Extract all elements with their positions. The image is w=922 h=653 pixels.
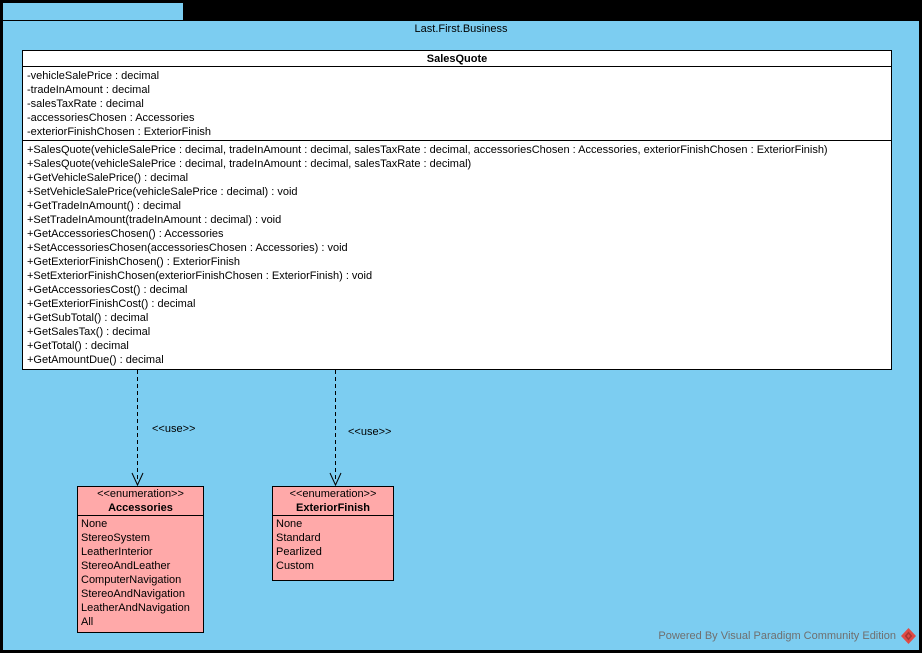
class-method: +GetAccessoriesChosen() : Accessories [27, 228, 224, 240]
class-attribute: -salesTaxRate : decimal [27, 98, 144, 110]
enum-literal: Custom [276, 560, 314, 572]
enum-literal: Pearlized [276, 546, 322, 558]
enum-exteriorfinish-header: <<enumeration>> ExteriorFinish [273, 487, 393, 516]
enum-name: ExteriorFinish [296, 502, 370, 514]
class-attributes-compartment: -vehicleSalePrice : decimal -tradeInAmoun… [23, 67, 891, 141]
package-title: Last.First.Business [414, 23, 508, 35]
class-method: +SetVehicleSalePrice(vehicleSalePrice : … [27, 186, 298, 198]
use-stereotype-label-exteriorfinish: <<use>> [348, 426, 392, 438]
enum-name: Accessories [108, 502, 173, 514]
visual-paradigm-logo-icon[interactable] [900, 627, 917, 645]
class-method: +GetAmountDue() : decimal [27, 354, 164, 366]
class-methods-compartment: +SalesQuote(vehicleSalePrice : decimal, … [23, 141, 891, 369]
class-method: +GetVehicleSalePrice() : decimal [27, 172, 189, 184]
enum-literal: None [81, 518, 108, 530]
class-method: +GetExteriorFinishChosen() : ExteriorFin… [27, 256, 241, 268]
enum-literal: StereoAndNavigation [81, 588, 185, 600]
class-attribute: -vehicleSalePrice : decimal [27, 70, 160, 82]
enum-literal: StereoAndLeather [81, 560, 171, 572]
enum-literal: LeatherAndNavigation [81, 602, 190, 614]
enum-literal: LeatherInterior [81, 546, 153, 558]
class-method: +SalesQuote(vehicleSalePrice : decimal, … [27, 144, 828, 156]
class-attribute: -tradeInAmount : decimal [27, 84, 150, 96]
class-attribute: -exteriorFinishChosen : ExteriorFinish [27, 126, 212, 138]
class-method: +GetTotal() : decimal [27, 340, 129, 352]
class-method: +GetTradeInAmount() : decimal [27, 200, 181, 212]
enum-literal: Standard [276, 532, 321, 544]
class-attribute: -accessoriesChosen : Accessories [27, 112, 195, 124]
enum-stereotype: <<enumeration>> [289, 488, 377, 500]
class-method: +GetAccessoriesCost() : decimal [27, 284, 188, 296]
enum-literal: ComputerNavigation [81, 574, 182, 586]
class-name: SalesQuote [23, 51, 891, 67]
class-method: +GetExteriorFinishCost() : decimal [27, 298, 196, 310]
enum-literal: All [81, 616, 94, 628]
class-salesquote[interactable]: SalesQuote -vehicleSalePrice : decimal -t… [22, 50, 892, 370]
enum-literal: None [276, 518, 303, 530]
use-stereotype-label-accessories: <<use>> [152, 423, 196, 435]
enum-literal: StereoSystem [81, 532, 151, 544]
footer-credit-text: Powered By Visual Paradigm Community Edi… [658, 630, 896, 642]
footer-credit: Powered By Visual Paradigm Community Edi… [658, 627, 917, 645]
class-method: +GetSubTotal() : decimal [27, 312, 149, 324]
class-method: +GetSalesTax() : decimal [27, 326, 151, 338]
package-tab[interactable] [2, 2, 184, 21]
enum-stereotype: <<enumeration>> [97, 488, 184, 500]
enum-accessories-header: <<enumeration>> Accessories [78, 487, 203, 516]
class-method: +SalesQuote(vehicleSalePrice : decimal, … [27, 158, 472, 170]
class-method: +SetExteriorFinishChosen(exteriorFinishC… [27, 270, 373, 282]
class-method: +SetAccessoriesChosen(accessoriesChosen … [27, 242, 348, 254]
class-method: +SetTradeInAmount(tradeInAmount : decima… [27, 214, 282, 226]
